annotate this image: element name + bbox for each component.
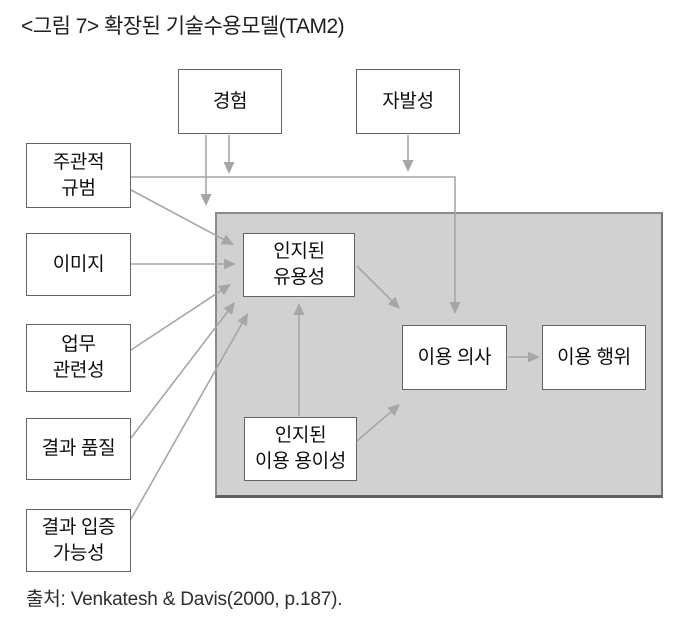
node-perceived-ease-of-use: 인지된 이용 용이성 <box>244 417 357 481</box>
arrowhead-icon <box>200 194 212 206</box>
node-result-demonstrability: 결과 입증 가능성 <box>26 509 131 572</box>
arrowhead-icon <box>223 162 235 174</box>
node-job-relevance: 업무 관련성 <box>26 324 131 392</box>
node-experience: 경험 <box>178 69 282 134</box>
node-perceived-usefulness: 인지된 유용성 <box>243 233 355 297</box>
node-usage-behavior: 이용 행위 <box>542 325 646 390</box>
edge-experience-to-sn-pu-link <box>200 135 212 206</box>
figure-source: 출처: Venkatesh & Davis(2000, p.187). <box>26 589 343 610</box>
arrowhead-icon <box>402 160 414 172</box>
node-subjective-norm: 주관적 규범 <box>26 143 131 208</box>
edge-voluntariness-to-sn-intention-link <box>402 135 414 172</box>
edge-experience-to-sn-intention-link <box>223 135 235 174</box>
figure-title: <그림 7> 확장된 기술수용모델(TAM2) <box>21 15 345 38</box>
node-voluntariness: 자발성 <box>356 69 460 134</box>
node-intention-to-use: 이용 의사 <box>402 325 507 390</box>
node-output-quality: 결과 품질 <box>26 418 131 480</box>
node-image: 이미지 <box>26 233 131 296</box>
